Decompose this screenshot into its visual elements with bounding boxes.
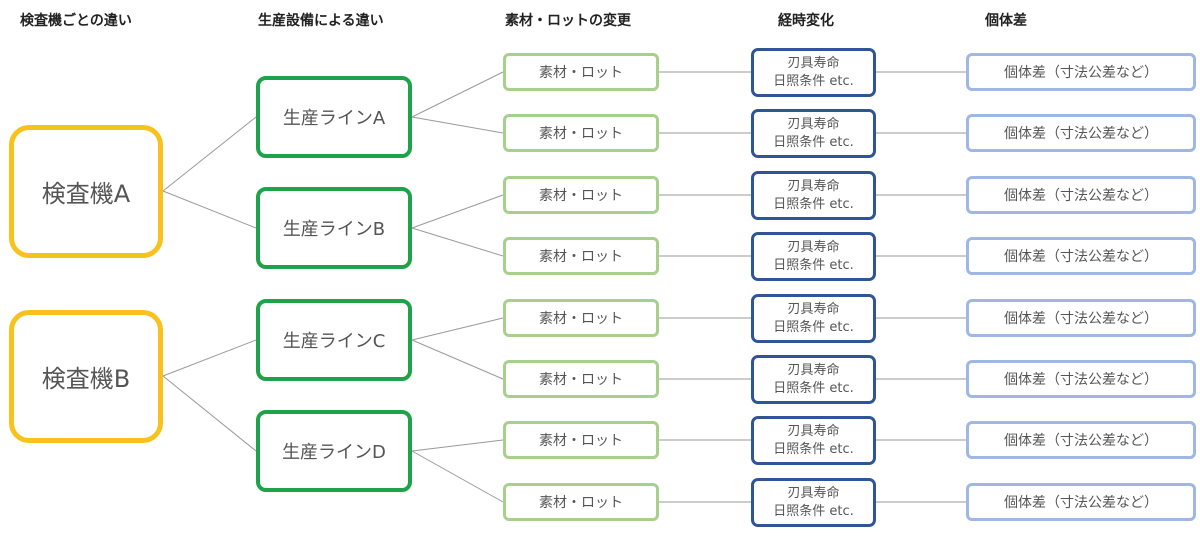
- node-aging: 刃具寿命日照条件 etc.: [751, 171, 876, 220]
- node-aging: 刃具寿命日照条件 etc.: [751, 48, 876, 97]
- node-individual-difference: 個体差（寸法公差など）: [966, 360, 1196, 398]
- aging-line-2: 日照条件 etc.: [773, 319, 854, 335]
- node-individual-difference: 個体差（寸法公差など）: [966, 483, 1196, 521]
- aging-line-2: 日照条件 etc.: [773, 73, 854, 89]
- node-material-lot: 素材・ロット: [503, 53, 659, 91]
- node-individual-difference: 個体差（寸法公差など）: [966, 176, 1196, 214]
- connector-machine-b-line-c: [162, 339, 257, 377]
- connector-machine-b-line-d: [162, 375, 257, 452]
- aging-line-1: 刃具寿命: [787, 485, 840, 501]
- header-material-lot-change: 素材・ロットの変更: [505, 13, 631, 29]
- node-individual-difference: 個体差（寸法公差など）: [966, 421, 1196, 459]
- connector-machine-a-line-b: [162, 190, 257, 229]
- node-line-a: 生産ラインA: [256, 76, 412, 158]
- node-material-lot: 素材・ロット: [503, 421, 659, 459]
- connector-machine-a-line-a: [162, 116, 257, 192]
- aging-line-1: 刃具寿命: [787, 301, 840, 317]
- aging-line-2: 日照条件 etc.: [773, 380, 854, 396]
- aging-line-1: 刃具寿命: [787, 423, 840, 439]
- header-machine-differences: 検査機ごとの違い: [20, 13, 132, 29]
- node-material-lot: 素材・ロット: [503, 176, 659, 214]
- node-individual-difference: 個体差（寸法公差など）: [966, 114, 1196, 152]
- node-aging: 刃具寿命日照条件 etc.: [751, 294, 876, 343]
- node-individual-difference: 個体差（寸法公差など）: [966, 237, 1196, 275]
- aging-line-1: 刃具寿命: [787, 239, 840, 255]
- connector-line-to-material: [411, 439, 504, 452]
- connector-line-to-material: [411, 71, 504, 118]
- aging-line-2: 日照条件 etc.: [773, 257, 854, 273]
- aging-line-2: 日照条件 etc.: [773, 503, 854, 519]
- node-aging: 刃具寿命日照条件 etc.: [751, 416, 876, 465]
- node-material-lot: 素材・ロット: [503, 299, 659, 337]
- header-aging-change: 経時変化: [778, 13, 834, 29]
- connector-line-to-material: [411, 116, 504, 134]
- aging-line-2: 日照条件 etc.: [773, 441, 854, 457]
- aging-line-1: 刃具寿命: [787, 362, 840, 378]
- header-individual-difference: 個体差: [985, 13, 1027, 29]
- node-material-lot: 素材・ロット: [503, 237, 659, 275]
- node-material-lot: 素材・ロット: [503, 114, 659, 152]
- aging-line-1: 刃具寿命: [787, 178, 840, 194]
- connector-line-to-material: [411, 450, 504, 503]
- connector-line-to-material: [411, 339, 504, 380]
- aging-line-2: 日照条件 etc.: [773, 196, 854, 212]
- aging-line-2: 日照条件 etc.: [773, 134, 854, 150]
- node-line-d: 生産ラインD: [256, 410, 412, 492]
- connector-line-to-material: [411, 194, 504, 229]
- node-individual-difference: 個体差（寸法公差など）: [966, 299, 1196, 337]
- header-equipment-differences: 生産設備による違い: [258, 13, 384, 29]
- aging-line-1: 刃具寿命: [787, 55, 840, 71]
- node-line-c: 生産ラインC: [256, 299, 412, 381]
- node-machine-b: 検査機B: [9, 310, 163, 443]
- node-aging: 刃具寿命日照条件 etc.: [751, 109, 876, 158]
- node-aging: 刃具寿命日照条件 etc.: [751, 232, 876, 281]
- node-material-lot: 素材・ロット: [503, 483, 659, 521]
- node-line-b: 生産ラインB: [256, 187, 412, 269]
- node-machine-a: 検査機A: [9, 125, 163, 258]
- connector-line-to-material: [411, 227, 504, 257]
- node-aging: 刃具寿命日照条件 etc.: [751, 355, 876, 404]
- node-material-lot: 素材・ロット: [503, 360, 659, 398]
- node-individual-difference: 個体差（寸法公差など）: [966, 53, 1196, 91]
- node-aging: 刃具寿命日照条件 etc.: [751, 478, 876, 527]
- aging-line-1: 刃具寿命: [787, 116, 840, 132]
- connector-line-to-material: [411, 317, 504, 341]
